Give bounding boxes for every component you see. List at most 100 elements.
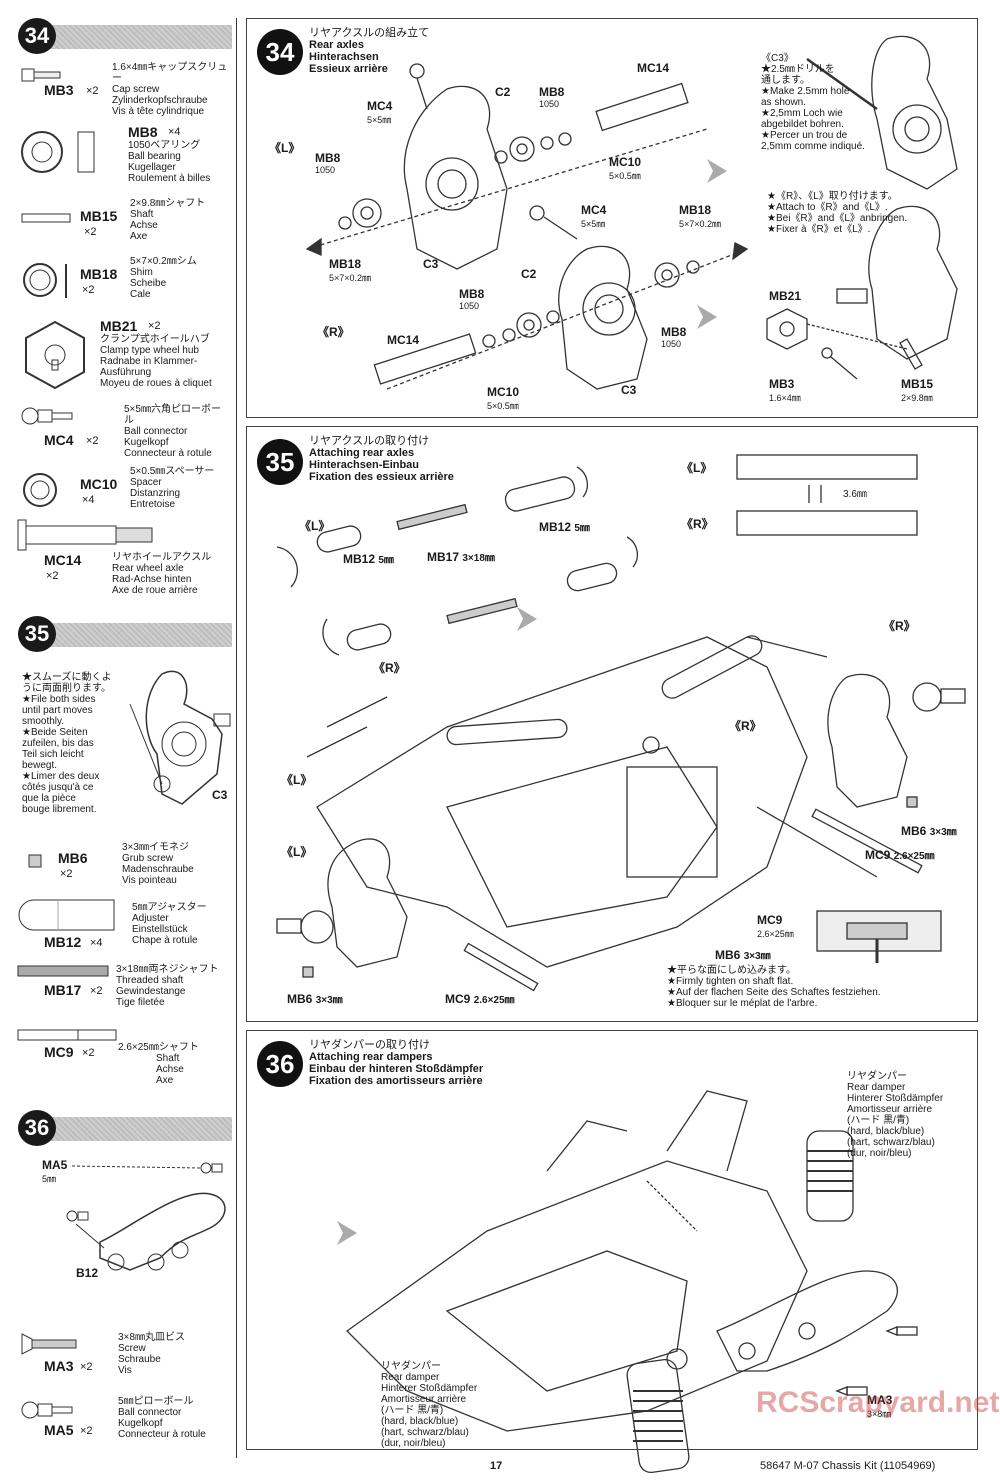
kit-code: 58647 M-07 Chassis Kit (11054969) xyxy=(760,1460,936,1472)
part-code: MB18 xyxy=(80,266,118,282)
mc9-label: MC9 2.6×25㎜ xyxy=(445,992,515,1006)
mc9-label: MC9 2.6×25㎜ xyxy=(865,848,935,862)
dim-label: 3.6㎜ xyxy=(843,489,867,500)
part-code: MA3 xyxy=(44,1358,74,1374)
step-number: 36 xyxy=(257,1041,303,1087)
side-r-label: 《R》 xyxy=(373,661,406,675)
step-35-parts-header: 35 xyxy=(18,616,232,652)
part-qty: ×2 xyxy=(60,868,73,880)
part-qty: ×2 xyxy=(46,570,59,582)
b12-label: B12 xyxy=(76,1266,99,1280)
step-36-parts-header: 36 xyxy=(18,1110,232,1146)
mb12-label: MB12 5㎜ xyxy=(539,520,590,534)
adjuster-icon xyxy=(18,899,115,931)
part-code: MA5 xyxy=(44,1422,74,1438)
header-bar xyxy=(38,1117,232,1141)
part-qty: ×4 xyxy=(168,126,181,138)
side-r-label: 《R》 xyxy=(729,719,762,733)
side-l-label: 《L》 xyxy=(299,519,331,533)
mb17-label: MB17 3×18㎜ xyxy=(427,550,495,564)
part-code: MC9 xyxy=(44,1044,74,1060)
shim-icon xyxy=(23,263,67,298)
side-l-label: 《L》 xyxy=(281,845,313,859)
axle-attach-diagram xyxy=(276,454,966,992)
part-code: MB3 xyxy=(44,82,74,98)
part-qty: ×4 xyxy=(90,937,103,949)
part-code: MC4 xyxy=(44,432,74,448)
c3-file-diagram xyxy=(129,670,231,805)
part-code: MB15 xyxy=(80,208,118,224)
part-qty: ×2 xyxy=(80,1425,93,1437)
rear-axle-assembly-diagram xyxy=(305,35,958,390)
part-qty: ×2 xyxy=(90,985,103,997)
flat-note: ★平らな面にしめ込みます。★Firmly tighten on shaft fl… xyxy=(667,965,881,1009)
detail-r-label: 《R》 xyxy=(681,517,714,531)
threaded-shaft-icon xyxy=(17,965,109,977)
step-number: 34 xyxy=(18,18,56,54)
step-number: 35 xyxy=(18,616,56,652)
c3-label: C3 xyxy=(212,788,228,802)
detail-l-label: 《L》 xyxy=(681,461,713,475)
part-code: MB12 xyxy=(44,934,82,950)
attach-note: ★《R》、《L》取り付けます。★Attach to《R》and《L》.★Bei《… xyxy=(767,191,908,235)
mc14-label: MC14 xyxy=(387,333,420,347)
header-bar xyxy=(38,25,232,49)
rear-wheel-axle-icon xyxy=(17,519,153,551)
ball-connector-icon xyxy=(21,1401,73,1419)
step-number: 36 xyxy=(18,1110,56,1146)
shaft-icon xyxy=(17,1029,117,1041)
spacer-icon xyxy=(23,473,57,507)
part-qty: ×2 xyxy=(86,435,99,447)
side-r-label: 《R》 xyxy=(317,325,350,339)
part-qty: ×2 xyxy=(84,226,97,238)
part-qty: ×2 xyxy=(80,1361,93,1373)
ball-bearing-icon xyxy=(21,131,95,173)
part-qty: ×2 xyxy=(148,320,161,332)
page-number: 17 xyxy=(490,1460,503,1472)
mc14-label: MC14 xyxy=(637,61,670,75)
part-code: MB6 xyxy=(58,850,88,866)
part-qty: ×4 xyxy=(82,494,95,506)
part-code: MB17 xyxy=(44,982,82,998)
mb6-label: MB6 3×3㎜ xyxy=(287,992,343,1006)
c3-label: C3 xyxy=(423,257,439,271)
shaft-icon xyxy=(21,213,71,223)
mb6-label: MB6 3×3㎜ xyxy=(901,824,957,838)
mb21-label: MB21 xyxy=(769,289,802,303)
